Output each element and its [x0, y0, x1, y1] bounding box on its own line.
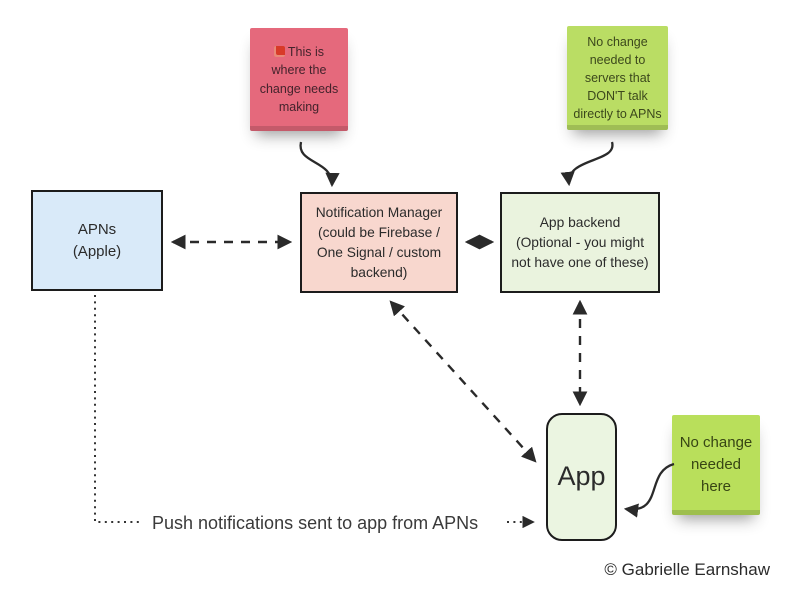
connector-apns-to-app-dotted-left [94, 295, 143, 523]
node-apns: APNs (Apple) [31, 190, 163, 291]
sticky-note-change-needed: This is where the change needs making [250, 28, 348, 131]
node-app-backend-label: App backend (Optional - you might not ha… [511, 214, 649, 270]
sticky-note-change-label: This is where the change needs making [259, 45, 339, 114]
connector-sticky-here-to-app [623, 462, 675, 518]
node-notification-manager: Notification Manager (could be Firebase … [300, 192, 458, 293]
push-notifications-caption: Push notifications sent to app from APNs [148, 513, 483, 534]
sticky-note-no-change-servers-label: No change needed to servers that DON'T t… [573, 34, 662, 122]
node-app-backend: App backend (Optional - you might not ha… [500, 192, 660, 293]
sticky-note-no-change-servers: No change needed to servers that DON'T t… [567, 26, 668, 130]
copyright-text: © Gabrielle Earnshaw [604, 560, 770, 579]
connector-notification-manager-app [389, 300, 537, 463]
connector-sticky-change-to-notification-manager [299, 141, 340, 188]
node-notification-manager-label: Notification Manager (could be Firebase … [315, 204, 443, 280]
sticky-note-change-text: This is where the change needs making [260, 43, 339, 116]
node-app: App [546, 413, 617, 541]
sticky-note-no-change-here-label: No change needed here [679, 434, 753, 495]
sticky-note-no-change-here: No change needed here [672, 415, 760, 515]
connector-sticky-servers-to-app-backend [560, 141, 614, 187]
red-marker-icon [273, 46, 285, 58]
node-apns-label: APNs (Apple) [72, 220, 122, 260]
node-app-label: App [557, 461, 606, 492]
